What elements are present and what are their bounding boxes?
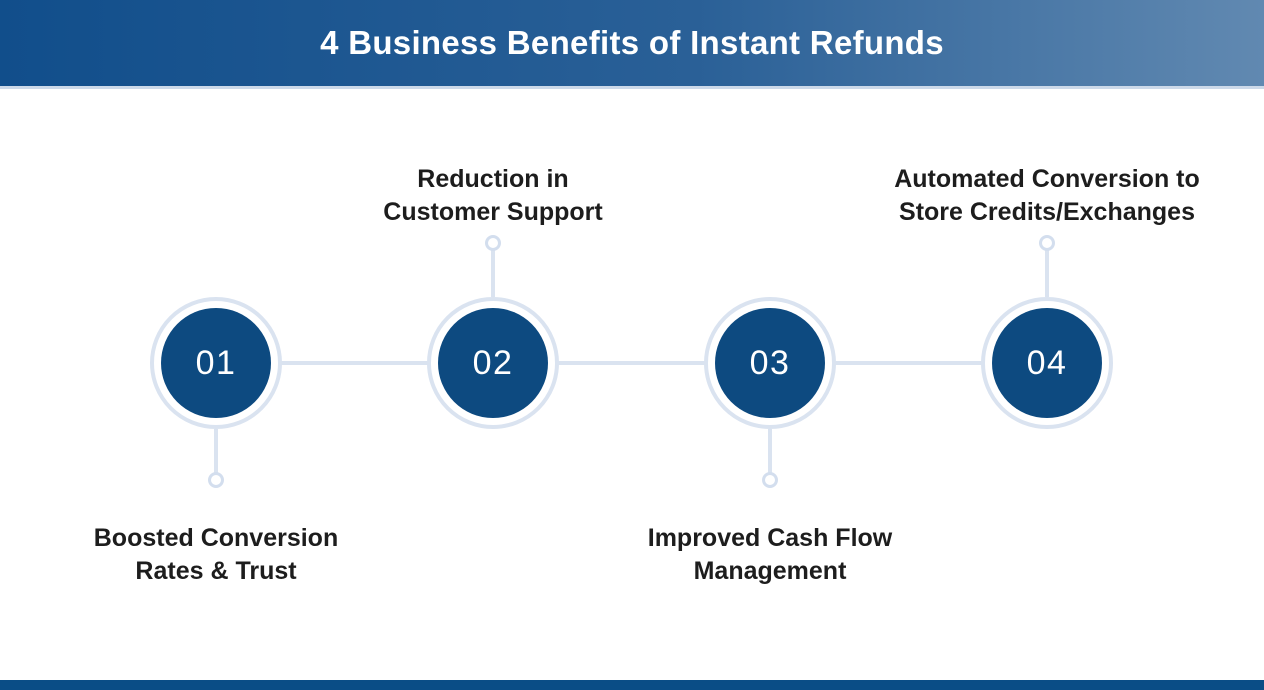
step-3-label-line-1: Improved Cash Flow — [647, 524, 893, 552]
step-2-label-line-2: Customer Support — [383, 198, 603, 226]
step-2-label-line-1: Reduction in — [417, 165, 569, 193]
step-4-connector-dot — [1039, 235, 1055, 251]
step-3-connector-dot — [762, 472, 778, 488]
step-4-number: 04 — [1026, 343, 1068, 382]
step-1-label-line-1: Boosted Conversion — [93, 524, 339, 552]
step-2-circle: 02 — [427, 297, 559, 429]
step-2-label: Reduction in Customer Support — [293, 163, 693, 229]
step-2-connector-dot — [485, 235, 501, 251]
step-1-label: Boosted Conversion Rates & Trust — [16, 522, 416, 588]
step-1-node: 01 — [161, 308, 271, 418]
step-4-label-line-2: Store Credits/Exchanges — [899, 198, 1195, 226]
page-title: 4 Business Benefits of Instant Refunds — [320, 24, 944, 61]
step-4-label: Automated Conversion to Store Credits/Ex… — [847, 163, 1247, 229]
step-1-connector-stem — [214, 429, 218, 474]
step-1-connector-dot — [208, 472, 224, 488]
step-3-label: Improved Cash Flow Management — [570, 522, 970, 588]
step-2-number: 02 — [472, 343, 514, 382]
step-2-connector-stem — [491, 249, 495, 297]
step-4-node: 04 — [992, 308, 1102, 418]
header-bar: 4 Business Benefits of Instant Refunds — [0, 0, 1264, 89]
step-3-node: 03 — [715, 308, 825, 418]
step-4-connector-stem — [1045, 249, 1049, 297]
step-4-label-line-1: Automated Conversion to — [894, 165, 1200, 193]
step-1-circle: 01 — [150, 297, 282, 429]
step-3-number: 03 — [749, 343, 791, 382]
step-1-number: 01 — [195, 343, 237, 382]
timeline-connector-line — [216, 361, 1047, 365]
step-1-label-line-2: Rates & Trust — [135, 557, 297, 585]
step-3-label-line-2: Management — [693, 557, 847, 585]
step-3-circle: 03 — [704, 297, 836, 429]
step-3-connector-stem — [768, 429, 772, 474]
footer-bar — [0, 680, 1264, 690]
step-2-node: 02 — [438, 308, 548, 418]
step-4-circle: 04 — [981, 297, 1113, 429]
